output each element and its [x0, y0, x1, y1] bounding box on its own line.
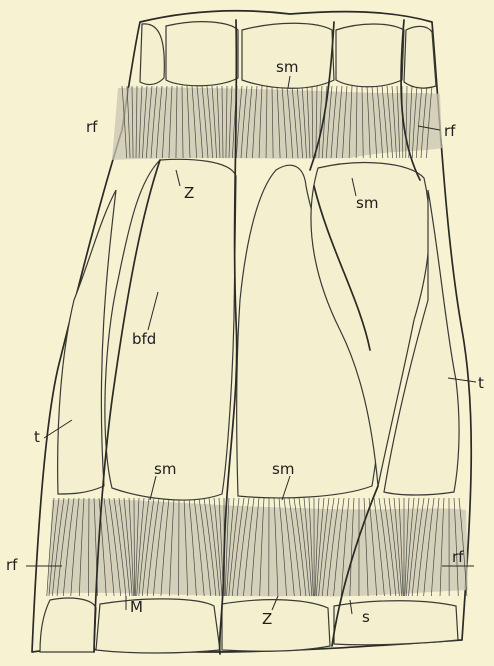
cell-top-e: [404, 26, 436, 88]
label-z-bottom: Z: [262, 610, 272, 628]
cell-top-d: [336, 24, 404, 87]
cell-top-b: [166, 22, 238, 86]
label-z-top: Z: [184, 184, 194, 202]
label-t-right: t: [478, 374, 484, 392]
label-rf-bottom-left: rf: [6, 556, 18, 574]
label-rf-top-right: rf: [444, 122, 456, 140]
cell-bottom-c: [222, 600, 330, 652]
label-s-bottom: s: [362, 608, 370, 626]
cell-mid-left: [105, 159, 236, 500]
label-t-left: t: [34, 428, 40, 446]
label-sm-upper-right: sm: [356, 194, 378, 212]
label-sm-lower-center: sm: [272, 460, 294, 478]
cell-top-c: [242, 23, 334, 88]
upper-band: [112, 87, 442, 160]
label-rf-top-left: rf: [86, 118, 98, 136]
cell-bottom-a: [40, 598, 96, 652]
label-m-bottom: M: [130, 598, 143, 616]
label-bfd: bfd: [132, 330, 156, 348]
label-sm-top: sm: [276, 58, 298, 76]
cell-bottom-b: [96, 599, 220, 653]
label-rf-bottom-right: rf: [452, 548, 464, 566]
label-sm-lower-left: sm: [154, 460, 176, 478]
cell-bottom-d: [334, 601, 458, 645]
cell-top-a: [140, 24, 164, 85]
